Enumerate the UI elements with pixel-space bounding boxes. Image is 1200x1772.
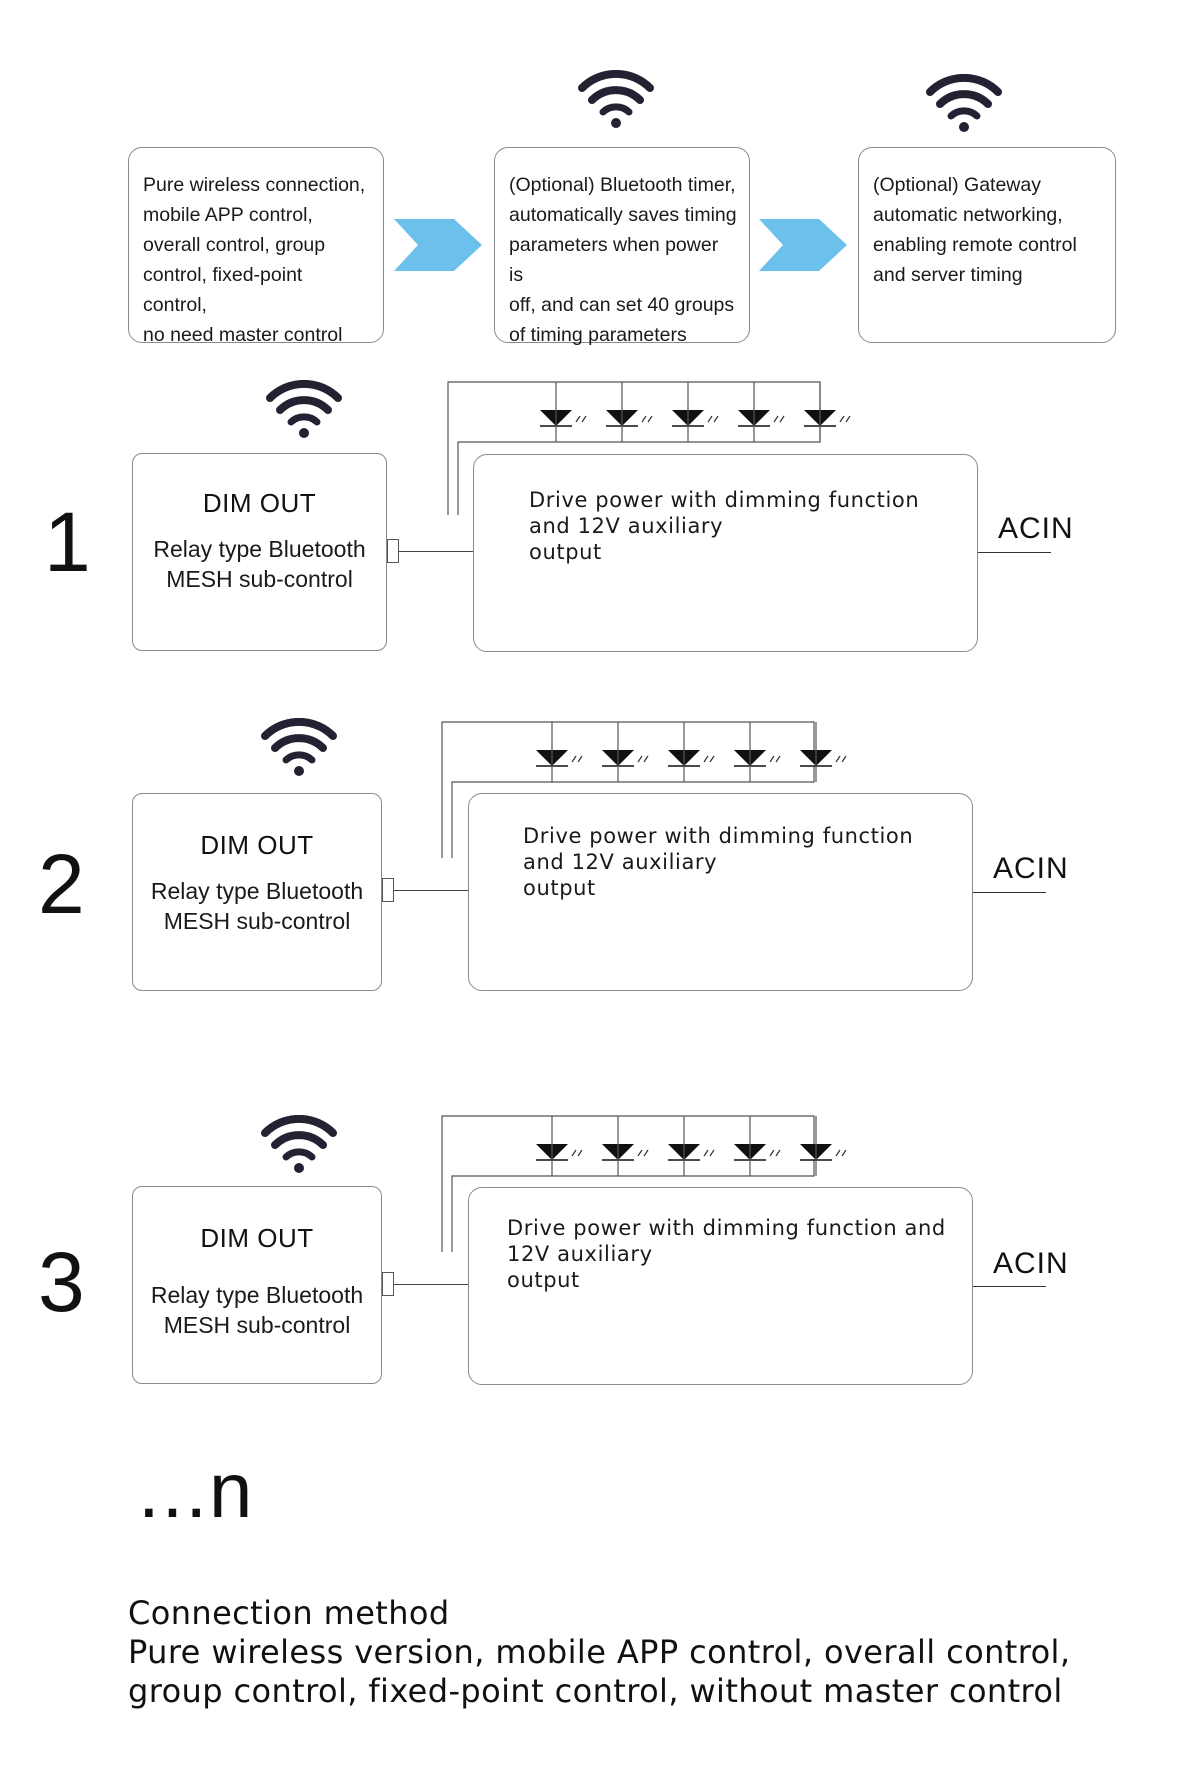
info-line: mobile APP control, [143,204,313,226]
light-ray [839,415,845,423]
light-ray [845,415,851,423]
light-ray [707,415,713,423]
more-rows-indicator: ...n [138,1446,255,1534]
dim-out-subtitle: MESH sub-control [166,566,353,592]
row-number: 1 [44,495,91,589]
light-ray [643,755,649,763]
wifi-icon [578,69,654,130]
light-ray [775,1149,781,1157]
dim-out-module: DIM OUT Relay type Bluetooth MESH sub-co… [132,1186,382,1384]
driver-power-box [468,1187,973,1385]
light-ray [775,755,781,763]
info-line: automatic networking, [873,204,1063,226]
dim-out-subtitle: MESH sub-control [163,908,351,934]
light-ray [641,415,647,423]
light-ray [841,755,847,763]
dim-out-title: DIM OUT [202,488,317,518]
dim-out-title: DIM OUT [200,830,314,860]
acin-label: ACIN [998,512,1074,545]
light-ray [709,1149,715,1157]
light-ray [571,1149,577,1157]
info-line: and server timing [873,264,1023,286]
caption-line: Pure wireless version, mobile APP contro… [128,1633,1071,1671]
info-box-gateway: (Optional) Gateway automatic networking,… [858,147,1116,343]
dim-out-subtitle: Relay type Bluetooth [150,1282,364,1308]
light-ray [647,415,653,423]
dim-out-module: DIM OUT Relay type Bluetooth MESH sub-co… [132,793,382,991]
info-line: no need master control [143,324,343,346]
signal-wire [394,890,468,891]
light-ray [703,1149,709,1157]
light-ray [575,415,581,423]
output-connector [382,878,394,902]
led-string [441,1115,847,1252]
light-ray [773,415,779,423]
light-ray [709,755,715,763]
light-ray [769,1149,775,1157]
info-line: (Optional) Bluetooth timer, [509,174,736,196]
info-line: Pure wireless connection, [143,174,366,196]
row-number: 3 [38,1235,85,1329]
light-ray [779,415,785,423]
light-ray [835,755,841,763]
info-line: parameters when power is [509,234,719,286]
info-line: of timing parameters [509,324,687,346]
light-ray [571,755,577,763]
dim-out-module: DIM OUT Relay type Bluetooth MESH sub-co… [132,453,387,651]
dim-out-subtitle: Relay type Bluetooth [150,878,364,904]
wifi-icon [261,1114,337,1175]
light-ray [577,1149,583,1157]
acin-line [978,552,1051,553]
acin-label: ACIN [993,1247,1069,1280]
light-ray [577,755,583,763]
row-number: 2 [38,837,85,931]
info-box-timer: (Optional) Bluetooth timer, automaticall… [494,147,750,346]
dim-out-title: DIM OUT [200,1223,314,1253]
wifi-icon [266,379,342,440]
led-string [447,381,851,515]
light-ray [769,755,775,763]
light-ray [637,1149,643,1157]
info-line: enabling remote control [873,234,1077,256]
light-ray [841,1149,847,1157]
light-ray [637,755,643,763]
output-connector [382,1272,394,1296]
light-ray [835,1149,841,1157]
light-ray [581,415,587,423]
acin-label: ACIN [993,852,1069,885]
acin-line [973,892,1046,893]
output-connector [387,539,399,563]
chevron-right-icon [759,219,847,271]
driver-power-box [468,793,973,991]
caption-title: Connection method [128,1594,450,1632]
info-line: off, and can set 40 groups [509,294,735,316]
wifi-icon [926,73,1002,134]
info-line: automatically saves timing [509,204,737,226]
driver-power-box [473,454,978,652]
light-ray [713,415,719,423]
caption-line: group control, fixed-point control, with… [128,1672,1063,1710]
info-line: (Optional) Gateway [873,174,1041,196]
chevron-right-icon [394,219,482,271]
dim-out-subtitle: Relay type Bluetooth [153,536,366,562]
acin-line [973,1286,1046,1287]
info-line: overall control, group [143,234,326,256]
light-ray [643,1149,649,1157]
dim-out-subtitle: MESH sub-control [163,1312,351,1338]
info-box-wireless: Pure wireless connection, mobile APP con… [128,147,384,346]
driver-power-label: Drive power with dimming function and 12… [529,488,920,564]
light-ray [703,755,709,763]
wifi-icon [261,717,337,778]
driver-power-label: Drive power with dimming function and 12… [523,824,914,900]
signal-wire [394,1284,468,1285]
info-line: control, fixed-point control, [143,264,303,316]
driver-power-label: Drive power with dimming function and 12… [507,1216,946,1292]
signal-wire [399,551,473,552]
led-string [441,721,847,858]
